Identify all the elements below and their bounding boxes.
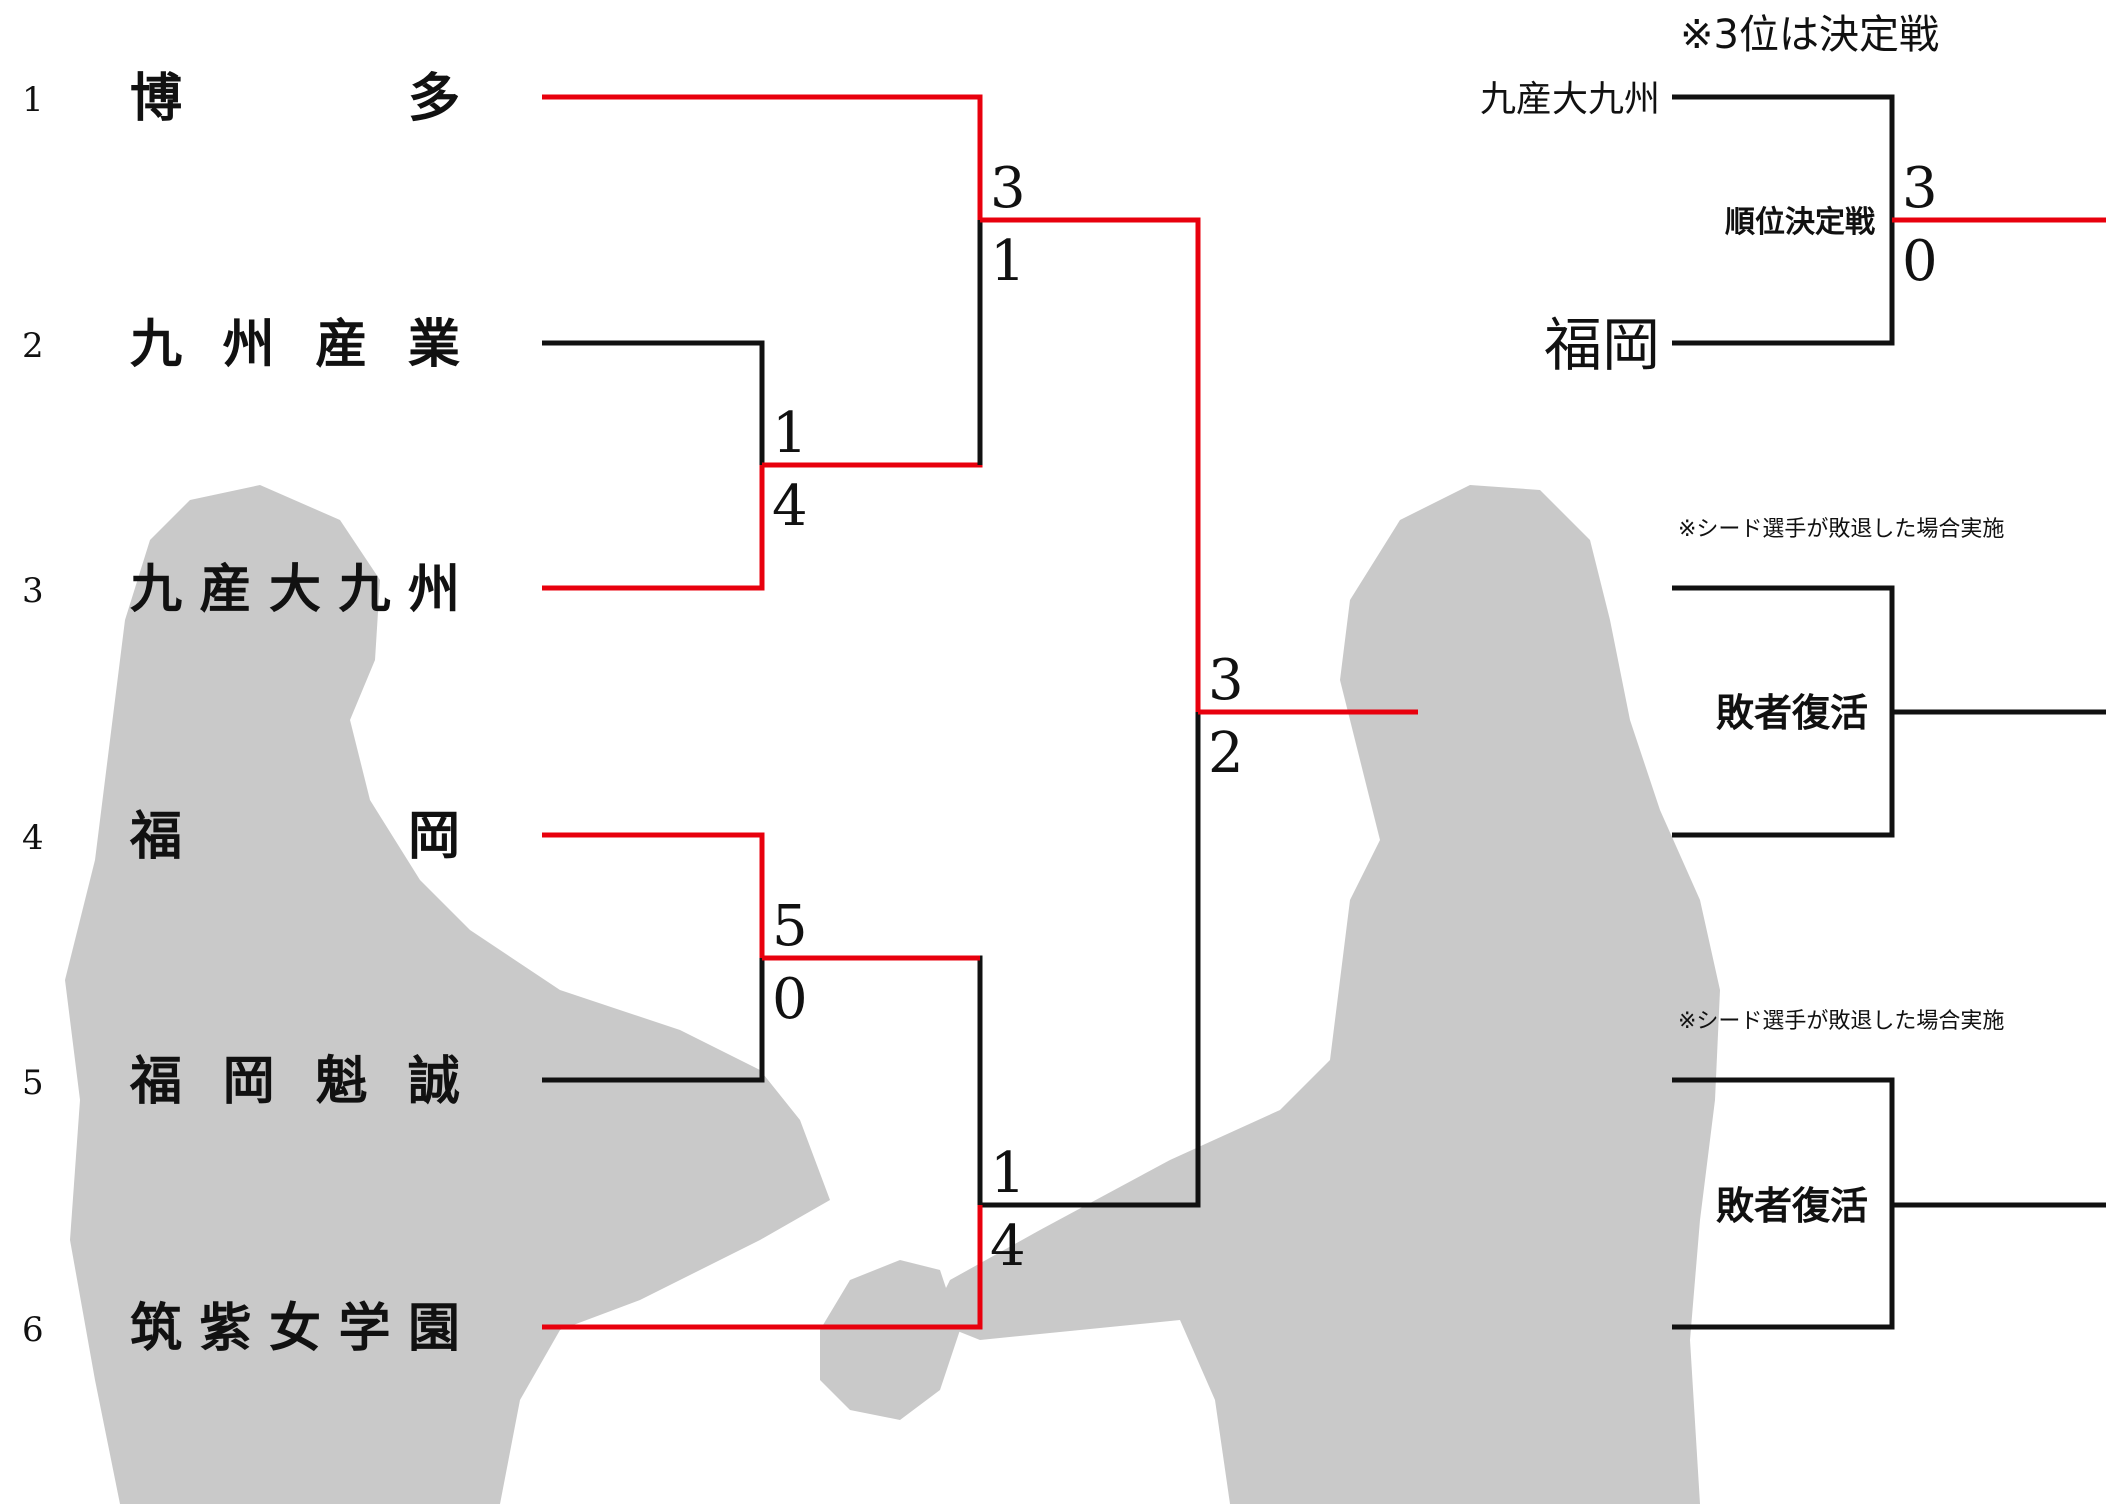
score-m3-top: 3 xyxy=(990,156,1026,221)
team-name: 福 岡 魁 誠 xyxy=(129,1052,460,1112)
score-final-bottom: 2 xyxy=(1208,721,1244,786)
score-m2-bottom: 0 xyxy=(772,967,808,1032)
team-seed: 4 xyxy=(22,818,44,858)
repechage-label: 敗者復活 xyxy=(1716,691,1868,735)
match-scores: 1 4 5 0 3 1 1 4 3 2 3 0 xyxy=(772,156,1938,1279)
team-seed: 3 xyxy=(22,571,44,611)
repechage-block-2: ※シード選手が敗退した場合実施 敗者復活 xyxy=(1678,1009,2004,1228)
score-m1-top: 1 xyxy=(772,401,808,466)
bracket-lines xyxy=(542,94,2106,1330)
line-kaisei-entry xyxy=(542,958,765,1083)
third-place-label: 順位決定戦 xyxy=(1725,205,1875,240)
line-kyushu-sangyo-entry xyxy=(542,340,765,465)
team-seed: 5 xyxy=(22,1063,44,1103)
score-m1-bottom: 4 xyxy=(772,474,808,539)
repechage-label: 敗者復活 xyxy=(1716,1184,1868,1228)
repechage-block-1: ※シード選手が敗退した場合実施 敗者復活 xyxy=(1678,517,2004,735)
repechage-note: ※シード選手が敗退した場合実施 xyxy=(1678,517,2004,542)
team-name: 九 州 産 業 xyxy=(130,315,460,375)
score-m2-top: 5 xyxy=(772,894,808,959)
score-m4-top: 1 xyxy=(990,1141,1026,1206)
repechage-note: ※シード選手が敗退した場合実施 xyxy=(1678,1009,2004,1034)
third-place-team-bottom: 福岡 xyxy=(1544,311,1660,379)
score-m4-bottom: 4 xyxy=(990,1214,1026,1279)
third-place-block: ※3位は決定戦 九産大九州 福岡 順位決定戦 xyxy=(1480,12,1939,379)
score-m3-bottom: 1 xyxy=(990,229,1026,294)
line-fukuoka-entry xyxy=(542,832,765,958)
line-m4-advance xyxy=(980,712,1201,1208)
third-place-team-top: 九産大九州 xyxy=(1480,79,1660,120)
score-third-bottom: 0 xyxy=(1902,229,1938,294)
team-name: 博 多 xyxy=(130,69,460,129)
team-name: 九 産 大 九 州 xyxy=(130,560,460,620)
line-m3-advance xyxy=(980,217,1201,712)
line-third-top xyxy=(1672,94,1895,220)
line-hakata-entry xyxy=(542,94,983,220)
team-seed: 2 xyxy=(22,326,44,366)
score-final-top: 3 xyxy=(1208,648,1244,713)
line-kyusandai-entry xyxy=(542,465,765,591)
team-seed: 6 xyxy=(22,1310,44,1350)
score-third-top: 3 xyxy=(1902,156,1938,221)
third-place-note: ※3位は決定戦 xyxy=(1680,12,1939,58)
silhouette-figures xyxy=(65,485,1720,1504)
line-third-bottom xyxy=(1672,220,1895,346)
team-seed: 1 xyxy=(22,80,44,120)
team-name: 筑 紫 女 学 園 xyxy=(130,1299,460,1359)
